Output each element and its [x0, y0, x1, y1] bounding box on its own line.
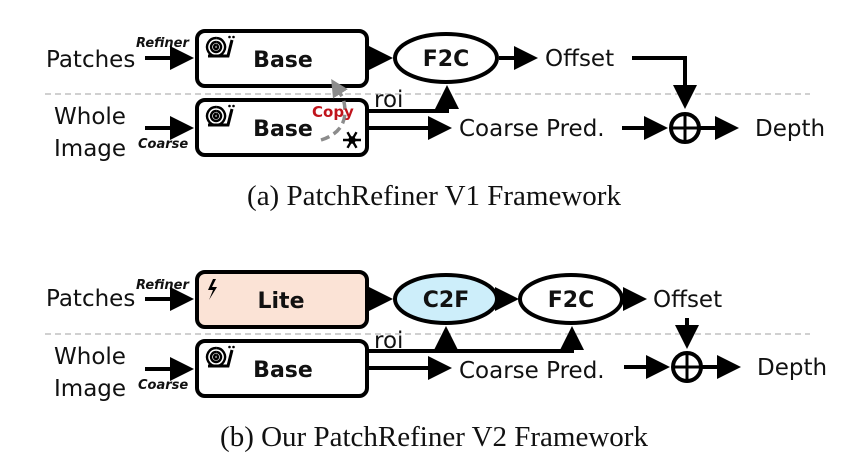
copy-label: Copy: [312, 103, 354, 121]
depth-label: Depth: [757, 355, 827, 381]
refiner-block-label: Lite: [258, 289, 305, 314]
c2f-module-label: C2F: [423, 288, 469, 313]
snowflake-icon: [343, 131, 361, 149]
panel-a: Patches Refiner Whole Image Coarse Base …: [45, 29, 825, 212]
lightning-icon: [208, 279, 217, 300]
input-patches-label: Patches: [46, 47, 135, 73]
copy-arrow: [320, 79, 348, 142]
input-whole-label: Whole: [54, 344, 126, 370]
refiner-lite-block: [195, 270, 369, 329]
f2c-module-label: F2C: [548, 288, 594, 313]
input-image-label: Image: [54, 136, 126, 162]
offset-label: Offset: [545, 46, 614, 72]
refiner-tag: Refiner: [136, 278, 190, 293]
panel-b: Patches Refiner Whole Image Coarse Lite …: [45, 270, 827, 453]
refiner-base-block: [195, 29, 369, 88]
coarse-base-block: [195, 339, 369, 398]
depth-label: Depth: [755, 116, 825, 142]
coarse-block-label: Base: [253, 358, 313, 383]
roi-arrow: [369, 85, 459, 113]
coarse-pred-label: Coarse Pred.: [459, 358, 605, 384]
input-patches-label: Patches: [46, 286, 135, 312]
roi-arrow-f2c: [369, 326, 584, 353]
f2c-module: [393, 32, 499, 84]
f2c-module-label: F2C: [423, 47, 469, 72]
roi-label: roi: [374, 87, 403, 113]
refiner-tag: Refiner: [136, 36, 190, 51]
refiner-block-label: Base: [253, 48, 313, 73]
f2c-module: [518, 273, 624, 325]
caption-b: (b) Our PatchRefiner V2 Framework: [220, 421, 648, 453]
input-whole-label: Whole: [54, 104, 126, 130]
circle-plus-icon: [669, 112, 701, 144]
caption-a: (a) PatchRefiner V1 Framework: [247, 180, 621, 212]
input-image-label: Image: [54, 376, 126, 402]
coarse-block-label: Base: [253, 117, 313, 142]
offset-label: Offset: [653, 287, 722, 313]
coarse-pred-label: Coarse Pred.: [459, 116, 605, 142]
circle-plus-icon: [671, 351, 703, 383]
offset-to-merge-arrow: [632, 56, 697, 109]
coarse-tag: Coarse: [138, 378, 188, 393]
coarse-base-block: [195, 98, 369, 157]
roi-label: roi: [374, 328, 403, 354]
coarse-tag: Coarse: [138, 137, 188, 152]
